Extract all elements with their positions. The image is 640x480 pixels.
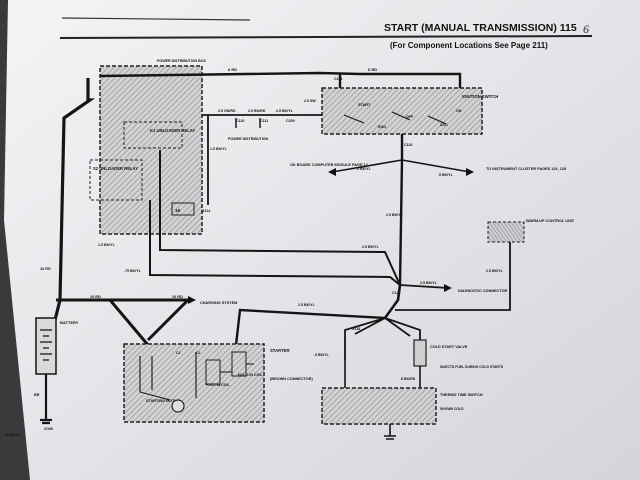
wire-label-2-5bkyl-4: 2.5 BK/YL [486, 269, 504, 273]
ignition-start: START [358, 103, 371, 107]
wire-label-5bkyl-low: .5 BK/YL [314, 353, 330, 357]
cold-start-valve [413, 339, 427, 367]
warmup-control-unit-label: WARM-UP CONTROL UNIT [526, 219, 575, 223]
charging-system-label: CHARGING SYSTEM [200, 301, 237, 305]
wire-label-5bkrd: .5 BK/RD [400, 377, 416, 381]
wire-label-2-5bkrd: 2.5 BK/RD [248, 109, 266, 113]
wire-pd-stubs [235, 118, 261, 128]
wire-box-top [99, 71, 361, 78]
cold-start-note: INJECTS FUEL DURING COLD STARTS [440, 365, 504, 369]
wire-label-2-5bkyl-diag: 2.5 BK/YL [420, 281, 438, 285]
starter-box [123, 343, 265, 423]
fuse-number: 18 [175, 208, 181, 213]
wire-label-5bkyl-left: .5 BK/YL [356, 167, 372, 171]
wire-label-2-5bkyl-3: 2.5 BK/YL [362, 245, 380, 249]
wire-label-6rd-a: 6 RD [228, 67, 237, 72]
wire-warmup [395, 242, 511, 311]
thermo-time-switch-label: THERMO TIME SWITCH [440, 393, 483, 397]
unloader-relay-right-box [123, 121, 183, 149]
hold-in-coil-label: HOLD-IN COIL [238, 373, 263, 377]
connector-c2: C2 [196, 351, 200, 355]
fuse-block [171, 202, 195, 216]
ignition-on: ON [456, 109, 462, 113]
connector-c110: C110 [236, 119, 244, 123]
cold-start-valve-label: COLD START VALVE [430, 345, 468, 349]
starter-label: STARTER [270, 348, 289, 353]
warmup-control-unit-box [487, 221, 525, 243]
wire-battery-ground [40, 374, 52, 425]
wire-label-2-5bkyl-bottom: 2.5 BK/YL [298, 303, 316, 307]
wire-diagnostic [399, 284, 449, 289]
power-distribution-box-label: POWER DISTRIBUTION BOX [157, 59, 207, 63]
wire-label-1-5bkyl-2: 1.5 BK/YL [98, 243, 116, 247]
wire-label-2-5bkyl-mid: 2.5 BK/YL [386, 213, 404, 217]
arrow-diagnostic [444, 284, 452, 292]
wire-to-starter [234, 308, 386, 346]
arrow-computer [328, 168, 336, 176]
power-distribution-label: POWER DISTRIBUTION [228, 137, 269, 141]
page-subtitle: (For Component Locations See Page 211) [390, 41, 548, 50]
wire-label-2-5gnrd: 2.5 GN/RD [218, 109, 236, 113]
wire-relay-mid-2 [149, 200, 401, 286]
wire-label-2-5sw: 2.5 SW [304, 99, 316, 103]
wire-label-1-5bkyl: 1.5 BK/YL [210, 147, 228, 151]
unloader-relay-right-label: K1 UNLOADER RELAY [150, 128, 195, 133]
wire-label-16rd: 16 RD [40, 267, 51, 271]
wire-relay-mid-1 [159, 150, 401, 286]
starting-motor-symbol [171, 399, 185, 413]
instrument-cluster-label: TO INSTRUMENT CLUSTER PAGES 126, 128 [486, 167, 566, 171]
page-title: START (MANUAL TRANSMISSION) 115 [384, 22, 577, 34]
wire-thermo-ground [384, 424, 396, 440]
corner-mark: 6 [583, 22, 589, 36]
battery-cells [40, 329, 52, 361]
wire-label-br: BR [34, 393, 40, 397]
header-rule [59, 35, 593, 39]
wire-s118-fan [344, 317, 421, 360]
wire-trunk [383, 284, 402, 319]
battery-label: BATTERY [60, 320, 79, 325]
wire-label-75bkyl: .75 BK/YL [124, 269, 142, 273]
connector-g100: G100 [44, 427, 53, 431]
top-rule [61, 17, 251, 21]
page-code: 63RC0I [6, 432, 20, 437]
battery [35, 317, 57, 375]
ignition-contact-1 [343, 114, 365, 124]
ignition-acc: ACC [440, 123, 448, 127]
ignition-contact-2 [391, 111, 411, 121]
wire-computer-branch [331, 159, 471, 173]
thermo-time-switch-box [321, 387, 437, 425]
thermo-note: SHOWN COLD [440, 407, 464, 411]
ignition-switch-label: IGNITION SWITCH [462, 94, 498, 99]
wire-label-6rd-b: 6 RD [368, 67, 377, 72]
diagnostic-connector-label: DIAGNOSTIC CONNECTOR [458, 289, 508, 293]
ignition-off: OFF [406, 115, 414, 119]
wire-label-10rd-b: 10 RD [172, 295, 183, 299]
unloader-relay-left-box [89, 159, 143, 201]
brown-connector-label: (BROWN CONNECTOR) [270, 377, 313, 381]
connector-c1: C1 [176, 351, 180, 355]
unloader-relay-left-label: S2 UNLOADER RELAY [93, 166, 138, 171]
ok-board-computer-label: OK BOARD COMPUTER MODULE PAGE 12 [290, 163, 368, 167]
wire-top-ignition [360, 72, 462, 88]
connector-c111: C111 [260, 119, 268, 123]
wire-label-10rd-a: 10 RD [90, 295, 101, 299]
connector-s114: S114 [202, 209, 210, 213]
arrow-charging [188, 296, 196, 304]
ignition-run: RUN [378, 125, 386, 129]
arrow-cluster [466, 168, 474, 176]
pull-in-coil-label: PULL-IN COIL [206, 383, 231, 387]
wire-label-5bkyl-right: .5 BK/YL [438, 173, 454, 177]
ignition-contact-3 [427, 115, 447, 125]
connector-s118: S118 [352, 327, 360, 331]
ignition-switch-box [321, 87, 483, 135]
wire-battery-main [53, 78, 96, 321]
wire-label-2-5bkyl-top: 2.5 BK/YL [276, 109, 294, 113]
connector-c116: C116 [404, 143, 412, 147]
starting-motor-label: STARTING MOTOR [146, 399, 180, 403]
starter-internal-wiring [139, 352, 254, 401]
connector-c200: C200 [286, 119, 295, 123]
connector-c121: C121 [392, 291, 401, 295]
connector-c101: C101 [334, 77, 343, 81]
